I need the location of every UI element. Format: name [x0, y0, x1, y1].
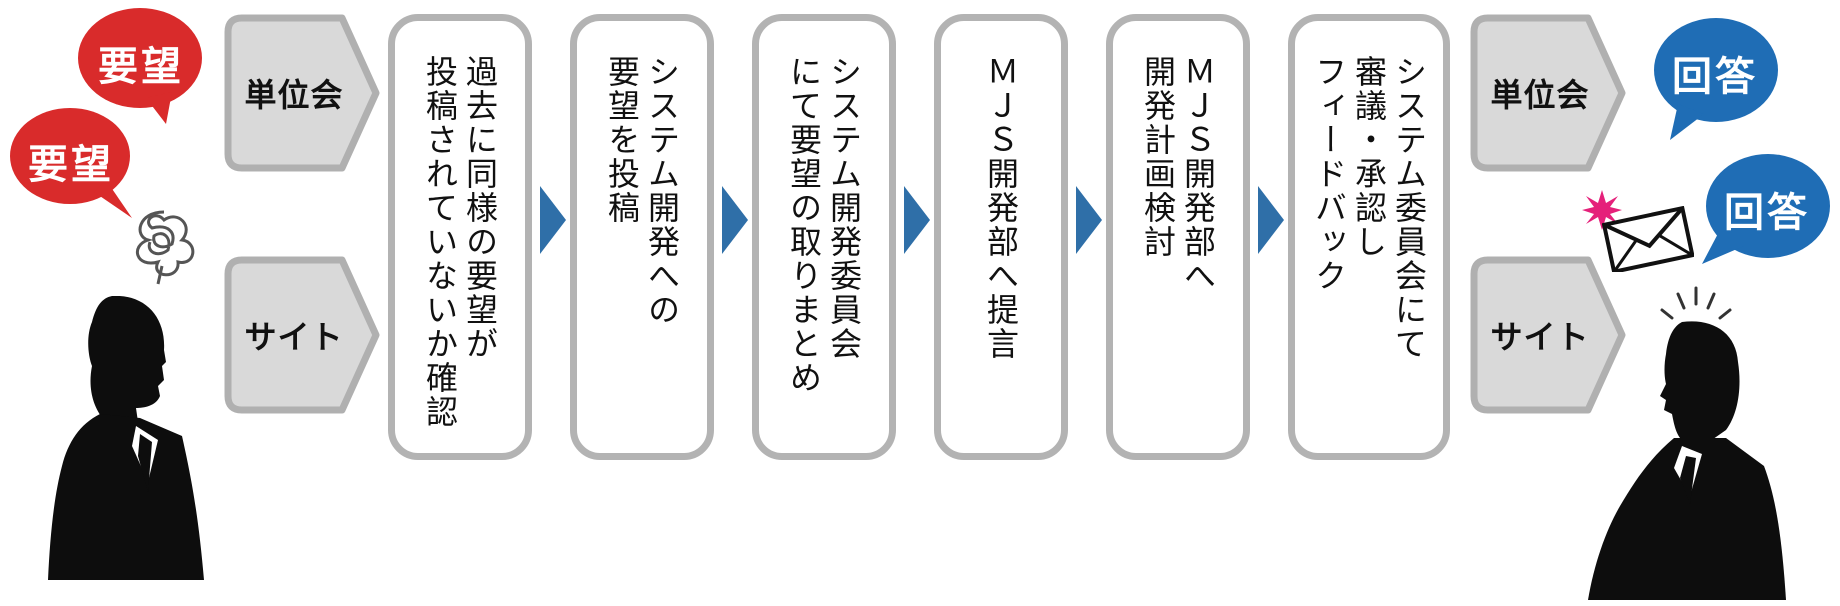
process-step-6: システム委員会にて 審議・承認し フィードバック — [1288, 14, 1450, 460]
process-step-4: ＭＪＳ開発部へ提言 — [934, 14, 1068, 460]
step-3-text: システム開発委員会 にて要望の取りまとめ — [785, 55, 863, 395]
step-4-text: ＭＪＳ開発部へ提言 — [982, 55, 1020, 361]
step-6-text: システム委員会にて 審議・承認し フィードバック — [1310, 55, 1428, 361]
process-step-1: 過去に同様の要望が 投稿されていないか確認 — [388, 14, 532, 460]
channel-tag-site-left: サイト — [224, 256, 384, 414]
envelope-icon — [1601, 205, 1695, 275]
process-step-2: システム開発への 要望を投稿 — [570, 14, 714, 460]
flow-arrow-4 — [1076, 186, 1102, 254]
step-2-text: システム開発への 要望を投稿 — [603, 55, 681, 327]
flow-arrow-5 — [1258, 186, 1284, 254]
channel-tag-site-right: サイト — [1470, 256, 1630, 414]
request-bubble-1: 要望 — [76, 6, 206, 126]
step-1-text: 過去に同様の要望が 投稿されていないか確認 — [421, 55, 499, 429]
flow-arrow-2 — [722, 186, 748, 254]
channel-tag-unit-society-left: 単位会 — [224, 14, 384, 172]
process-step-3: システム開発委員会 にて要望の取りまとめ — [752, 14, 896, 460]
user-silhouette-left — [48, 295, 220, 580]
flow-arrow-1 — [540, 186, 566, 254]
answer-bubble-2: 回答 — [1700, 146, 1834, 280]
flow-arrow-3 — [904, 186, 930, 254]
alert-lines-icon — [1656, 284, 1734, 324]
step-5-text: ＭＪＳ開発部へ 開発計画検討 — [1139, 55, 1217, 293]
process-step-5: ＭＪＳ開発部へ 開発計画検討 — [1106, 14, 1250, 460]
frustration-scribble-icon — [128, 206, 200, 286]
answer-bubble-1: 回答 — [1648, 10, 1782, 144]
channel-tag-unit-society-right: 単位会 — [1470, 14, 1630, 172]
request-bubble-2: 要望 — [6, 104, 136, 224]
user-silhouette-right — [1586, 318, 1796, 600]
burst-icon — [1582, 190, 1622, 230]
